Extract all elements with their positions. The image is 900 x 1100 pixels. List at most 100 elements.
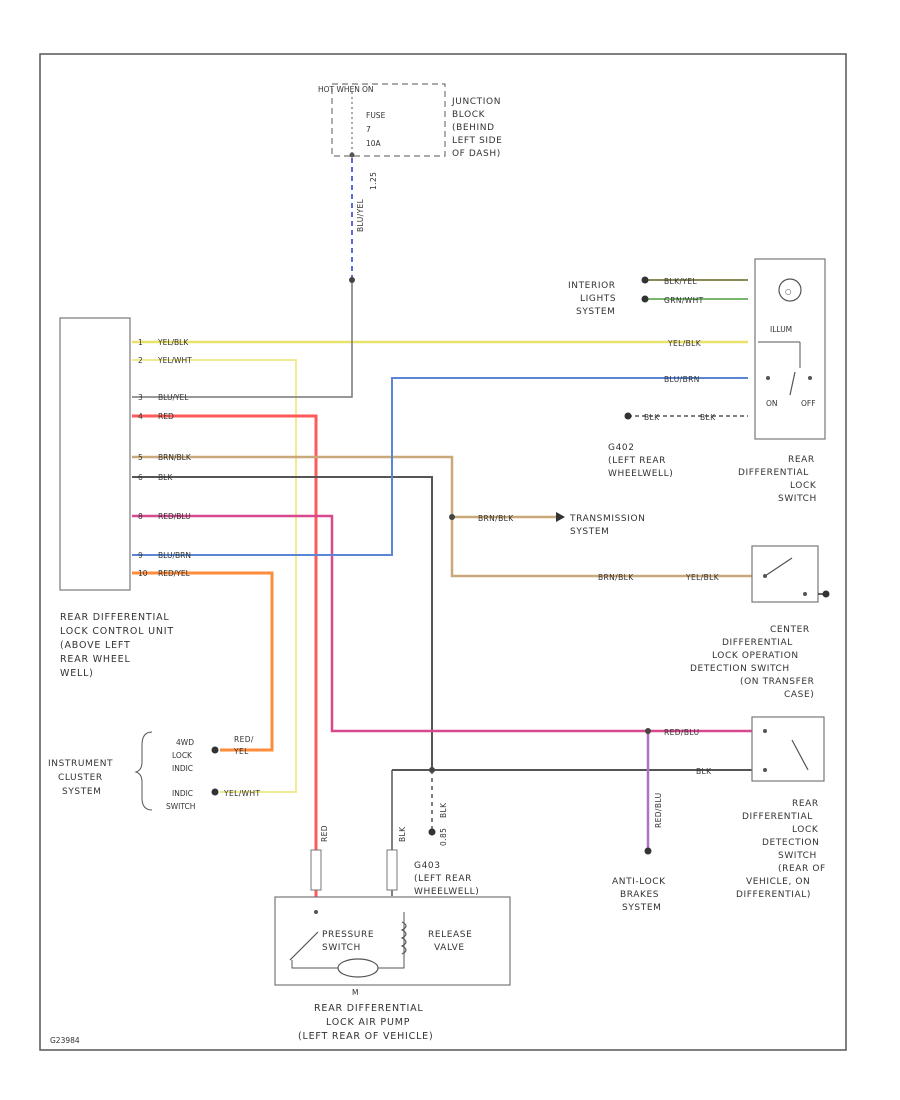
svg-text:10: 10 <box>138 569 148 578</box>
interior-lights-terminal-1 <box>641 276 649 284</box>
svg-text:LOCK CONTROL UNIT: LOCK CONTROL UNIT <box>60 626 174 637</box>
svg-text:SWITCH: SWITCH <box>778 494 817 504</box>
switch-contact <box>789 371 796 396</box>
svg-text:INTERIOR: INTERIOR <box>568 281 616 291</box>
svg-text:3: 3 <box>138 393 143 402</box>
svg-text:RED/YEL: RED/YEL <box>158 569 191 578</box>
interior-lights-terminal-2 <box>641 295 649 303</box>
transmission-label: TRANSMISSION SYSTEM <box>569 514 646 537</box>
svg-text:○: ○ <box>785 287 792 296</box>
pump-wire-red: RED <box>320 825 329 842</box>
svg-text:9: 9 <box>138 551 143 560</box>
svg-text:RED/BLU: RED/BLU <box>158 512 191 521</box>
svg-text:DETECTION: DETECTION <box>762 838 819 848</box>
svg-text:JUNCTION: JUNCTION <box>451 97 501 107</box>
svg-text:DIFFERENTIAL): DIFFERENTIAL) <box>736 890 811 900</box>
g402-wire: BLK <box>644 413 660 422</box>
svg-text:LOCK OPERATION: LOCK OPERATION <box>712 651 799 661</box>
switch-lamp-icon <box>778 278 802 302</box>
antilock-wire: RED/BLU <box>654 793 663 829</box>
svg-text:SYSTEM: SYSTEM <box>570 527 609 537</box>
svg-text:(BEHIND: (BEHIND <box>452 123 495 133</box>
svg-text:(LEFT REAR OF VEHICLE): (LEFT REAR OF VEHICLE) <box>298 1031 434 1042</box>
svg-text:DIFFERENTIAL: DIFFERENTIAL <box>738 468 809 478</box>
svg-text:LOCK: LOCK <box>792 825 819 835</box>
air-pump-label: REAR DIFFERENTIAL LOCK AIR PUMP (LEFT RE… <box>298 1003 434 1042</box>
interior-lights-label: INTERIOR LIGHTS SYSTEM <box>568 281 616 317</box>
svg-text:BLOCK: BLOCK <box>452 110 486 120</box>
rear-detect-switch-box <box>751 716 825 782</box>
svg-text:1: 1 <box>138 338 143 347</box>
cluster-wire-red-yel-2: YEL <box>233 747 249 756</box>
svg-text:INDIC: INDIC <box>172 764 193 773</box>
transmission-arrow-icon <box>556 512 565 522</box>
svg-text:INSTRUMENT: INSTRUMENT <box>48 759 113 769</box>
control-unit-label: REAR DIFFERENTIAL LOCK CONTROL UNIT (ABO… <box>60 612 174 679</box>
hot-fuse-box <box>331 83 446 157</box>
svg-text:LEFT SIDE: LEFT SIDE <box>452 136 502 146</box>
svg-text:SWITCH: SWITCH <box>778 851 817 861</box>
pump-motor-label: M <box>352 988 358 997</box>
switch-wire-blk: BLK <box>700 413 716 422</box>
svg-text:RED: RED <box>158 412 174 421</box>
svg-text:(LEFT REAR: (LEFT REAR <box>414 874 472 884</box>
detect-switch-contact <box>791 739 809 771</box>
svg-text:SYSTEM: SYSTEM <box>576 307 615 317</box>
svg-text:SWITCH: SWITCH <box>322 943 361 953</box>
svg-text:2: 2 <box>138 356 143 365</box>
svg-text:4WD: 4WD <box>176 738 194 747</box>
svg-text:(ON TRANSFER: (ON TRANSFER <box>740 677 815 687</box>
g403-wire: BLK <box>439 802 448 818</box>
antilock-terminal <box>644 847 652 855</box>
pump-motor-icon <box>337 958 379 978</box>
g403-gauge: 0.85 <box>439 828 448 846</box>
svg-text:G402: G402 <box>608 443 635 453</box>
rear-diff-switch-box <box>754 258 826 440</box>
svg-text:6: 6 <box>138 473 143 482</box>
svg-text:PRESSURE: PRESSURE <box>322 930 374 940</box>
cluster-switch-label: INDIC SWITCH <box>166 789 195 811</box>
svg-text:(REAR OF: (REAR OF <box>778 864 826 874</box>
svg-text:VEHICLE, ON: VEHICLE, ON <box>746 877 810 887</box>
junction-block-label: JUNCTION BLOCK (BEHIND LEFT SIDE OF DASH… <box>451 97 502 159</box>
svg-text:SYSTEM: SYSTEM <box>622 903 661 913</box>
svg-text:REAR WHEEL: REAR WHEEL <box>60 654 131 665</box>
cluster-switch-terminal <box>211 788 219 796</box>
svg-text:YEL/BLK: YEL/BLK <box>157 338 189 347</box>
fuse-label: FUSE <box>366 111 386 120</box>
center-diff-label: CENTER DIFFERENTIAL LOCK OPERATION DETEC… <box>690 625 815 700</box>
fuse-node <box>349 152 355 158</box>
svg-text:ANTI-LOCK: ANTI-LOCK <box>612 877 666 887</box>
pump-connector-blk <box>386 849 398 891</box>
cluster-wire-yel-wht: YEL/WHT <box>223 789 260 798</box>
svg-text:SYSTEM: SYSTEM <box>62 787 101 797</box>
wire-blu-yel <box>132 280 353 398</box>
control-unit-pins: 1 YEL/BLK 2 YEL/WHT 3 BLU/YEL 4 RED 5 BR… <box>138 338 192 578</box>
g403-label: G403 (LEFT REAR WHEELWELL) <box>414 861 479 897</box>
svg-text:TRANSMISSION: TRANSMISSION <box>569 514 646 524</box>
svg-text:RELEASE: RELEASE <box>428 930 472 940</box>
svg-text:BRAKES: BRAKES <box>620 890 659 900</box>
pressure-switch-contact <box>289 931 319 961</box>
hot-on-label: ON <box>362 85 374 94</box>
svg-text:OF DASH): OF DASH) <box>452 149 501 159</box>
wire-red-blu <box>132 514 752 733</box>
rear-diff-detect-label: REAR DIFFERENTIAL LOCK DETECTION SWITCH … <box>736 799 826 900</box>
svg-text:VALVE: VALVE <box>434 943 465 953</box>
svg-text:8: 8 <box>138 512 143 521</box>
svg-text:REAR DIFFERENTIAL: REAR DIFFERENTIAL <box>314 1003 423 1014</box>
svg-text:CLUSTER: CLUSTER <box>58 773 103 783</box>
svg-text:(ABOVE LEFT: (ABOVE LEFT <box>60 640 131 651</box>
cluster-bracket <box>134 731 153 811</box>
feed-gauge-label: 1.25 <box>369 172 378 190</box>
svg-text:BLU/YEL: BLU/YEL <box>158 393 189 402</box>
rear-diff-switch-label: REAR DIFFERENTIAL LOCK SWITCH <box>738 455 817 504</box>
switch-wire-yel: YEL/BLK <box>667 339 702 348</box>
svg-text:LOCK: LOCK <box>790 481 817 491</box>
svg-text:WHEELWELL): WHEELWELL) <box>414 887 479 897</box>
svg-text:WELL): WELL) <box>60 668 94 679</box>
cluster-wire-red-yel-1: RED/ <box>234 735 254 744</box>
svg-text:SWITCH: SWITCH <box>166 802 195 811</box>
svg-text:DETECTION SWITCH: DETECTION SWITCH <box>690 664 790 674</box>
